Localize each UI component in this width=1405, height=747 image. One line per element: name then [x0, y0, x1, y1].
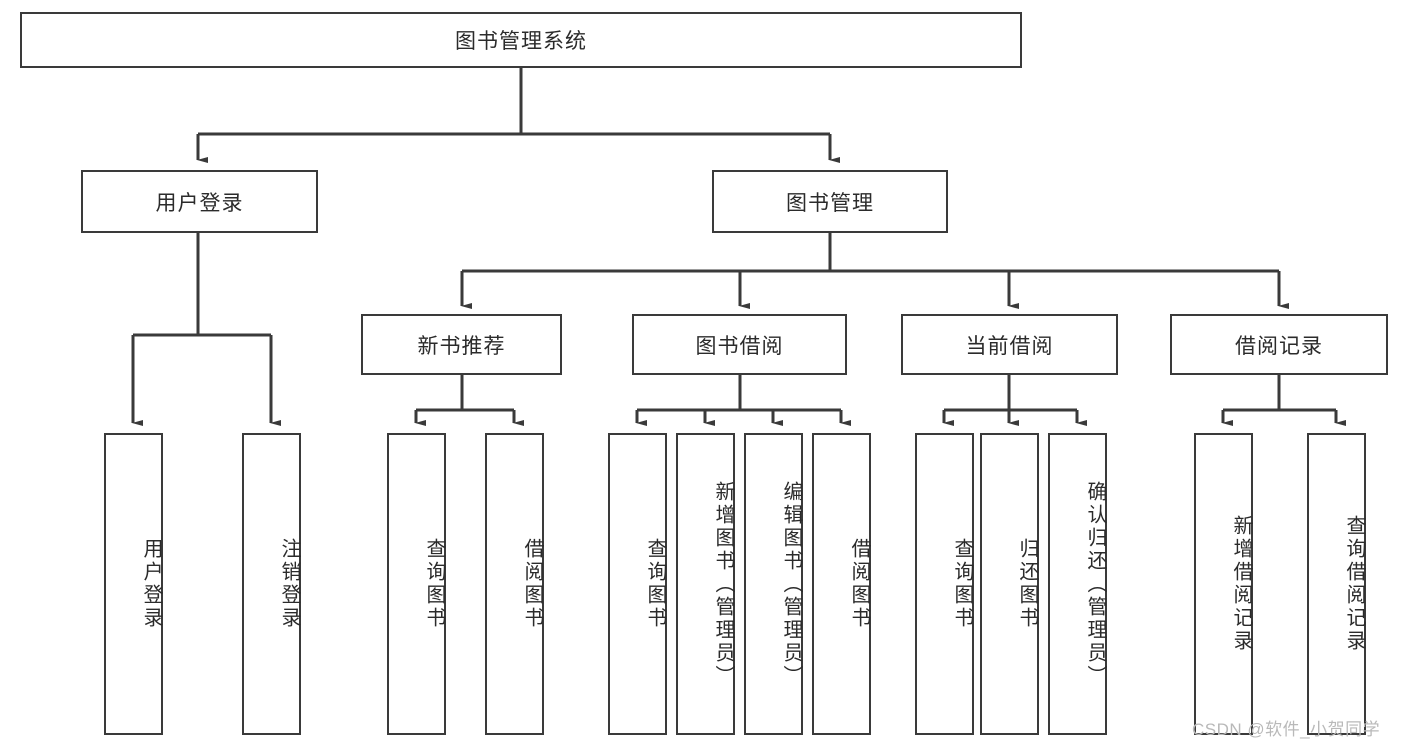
- node-leaf-query-book-3[interactable]: 查询图书: [915, 433, 974, 735]
- node-leaf-query-book-3-label: 查询图书: [951, 538, 973, 630]
- node-new-book-recommend-label: 新书推荐: [417, 334, 506, 358]
- node-borrow-record-label: 借阅记录: [1235, 334, 1323, 358]
- node-leaf-query-record-label: 查询借阅记录: [1343, 515, 1365, 653]
- node-leaf-query-book-1[interactable]: 查询图书: [387, 433, 446, 735]
- node-user-login[interactable]: 用户登录: [81, 170, 318, 233]
- node-leaf-user-logout-label: 注销登录: [278, 538, 300, 630]
- node-leaf-add-record[interactable]: 新增借阅记录: [1194, 433, 1253, 735]
- node-leaf-query-book-2-label: 查询图书: [644, 538, 666, 630]
- node-leaf-add-record-label: 新增借阅记录: [1230, 515, 1252, 653]
- node-book-borrow-label: 图书借阅: [695, 334, 784, 358]
- node-leaf-confirm-return-label: 确认归还（管理员）: [1084, 480, 1106, 688]
- node-borrow-record[interactable]: 借阅记录: [1170, 314, 1388, 375]
- node-book-manage-label: 图书管理: [786, 191, 874, 215]
- node-user-login-label: 用户登录: [155, 191, 244, 215]
- node-leaf-return-book[interactable]: 归还图书: [980, 433, 1039, 735]
- node-leaf-user-login-label: 用户登录: [140, 538, 162, 630]
- node-leaf-borrow-book-2[interactable]: 借阅图书: [812, 433, 871, 735]
- node-leaf-query-record[interactable]: 查询借阅记录: [1307, 433, 1366, 735]
- node-book-manage[interactable]: 图书管理: [712, 170, 948, 233]
- node-leaf-add-book[interactable]: 新增图书（管理员）: [676, 433, 735, 735]
- node-leaf-add-book-label: 新增图书（管理员）: [712, 480, 734, 688]
- node-leaf-borrow-book-2-label: 借阅图书: [848, 538, 870, 630]
- node-new-book-recommend[interactable]: 新书推荐: [361, 314, 562, 375]
- node-leaf-edit-book[interactable]: 编辑图书（管理员）: [744, 433, 803, 735]
- node-current-borrow[interactable]: 当前借阅: [901, 314, 1118, 375]
- node-root-label: 图书管理系统: [455, 30, 587, 53]
- node-leaf-return-book-label: 归还图书: [1016, 538, 1038, 630]
- node-leaf-borrow-book-1-label: 借阅图书: [521, 538, 543, 630]
- node-leaf-confirm-return[interactable]: 确认归还（管理员）: [1048, 433, 1107, 735]
- node-root[interactable]: 图书管理系统: [20, 12, 1022, 68]
- node-current-borrow-label: 当前借阅: [965, 334, 1054, 358]
- node-leaf-user-login[interactable]: 用户登录: [104, 433, 163, 735]
- node-book-borrow[interactable]: 图书借阅: [632, 314, 847, 375]
- node-leaf-borrow-book-1[interactable]: 借阅图书: [485, 433, 544, 735]
- watermark: CSDN @软件_小贺同学: [1192, 720, 1381, 739]
- node-leaf-query-book-2[interactable]: 查询图书: [608, 433, 667, 735]
- node-leaf-query-book-1-label: 查询图书: [423, 538, 445, 630]
- node-leaf-user-logout[interactable]: 注销登录: [242, 433, 301, 735]
- node-leaf-edit-book-label: 编辑图书（管理员）: [780, 480, 802, 688]
